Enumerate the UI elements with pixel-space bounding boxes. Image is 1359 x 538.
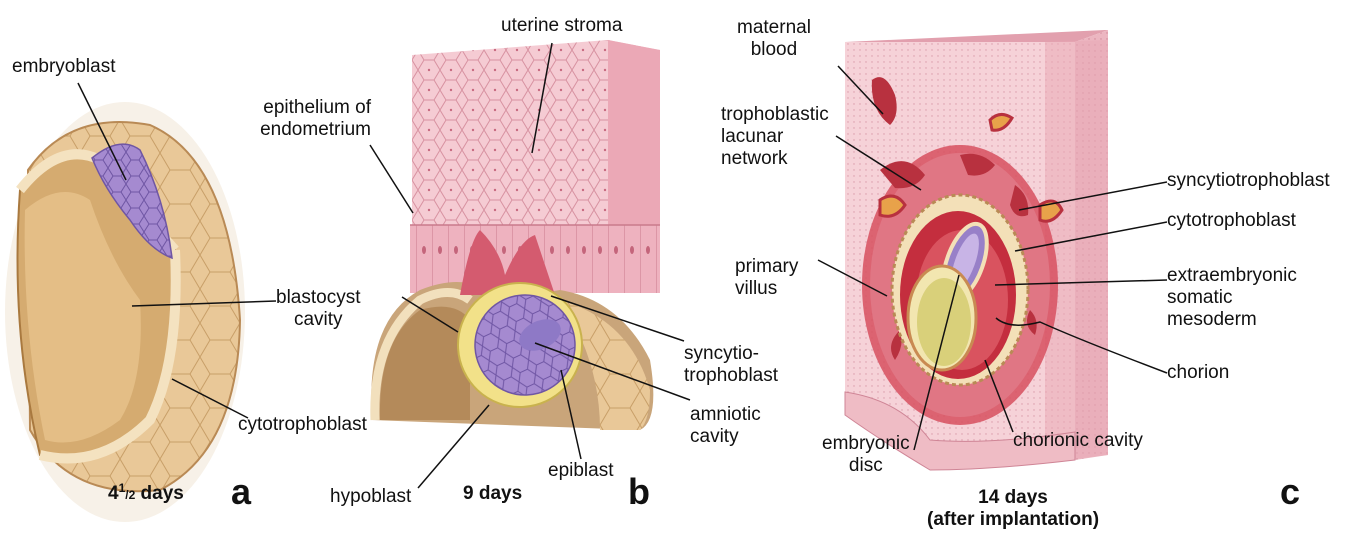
label-maternal-blood: maternal blood [737,17,811,61]
label-embryoblast: embryoblast [12,56,116,78]
label-mesoderm-line2: somatic [1167,287,1297,309]
leader-epithelium [370,145,413,213]
caption-c-line2: (after implantation) [927,509,1099,531]
label-maternal-blood-line1: maternal [737,17,811,39]
label-amniotic-line1: amniotic [690,404,761,426]
implantation-14-days-illustration [845,30,1108,470]
implantation-9-days-illustration [371,40,660,430]
panel-letter-a: a [231,474,251,510]
caption-panel-b: 9 days [463,483,522,505]
label-amniotic-line2: cavity [690,426,761,448]
label-mesoderm-line3: mesoderm [1167,309,1297,331]
label-epiblast: epiblast [548,460,614,482]
label-embryonic-disc-line2: disc [822,455,910,477]
label-syncytiotrophoblast-c: syncytiotrophoblast [1167,170,1330,192]
label-amniotic-cavity: amniotic cavity [690,404,761,448]
label-embryonic-disc-line1: embryonic [822,433,910,455]
caption-panel-a: 41/2 days [108,483,184,506]
label-cytotrophoblast-a: cytotrophoblast [238,414,367,436]
caption-c-line1: 14 days [927,487,1099,509]
label-primary-villus: primary villus [735,256,798,300]
panel-letter-c: c [1280,474,1300,510]
label-blastocyst-cavity: blastocyst cavity [276,287,360,331]
label-cytotrophoblast-c: cytotrophoblast [1167,210,1296,232]
label-extraembryonic-mesoderm: extraembryonic somatic mesoderm [1167,265,1297,331]
panel-letter-b: b [628,474,650,510]
label-blastocyst-cavity-line2: cavity [276,309,360,331]
label-chorion: chorion [1167,362,1229,384]
caption-a-frac: /2 [125,488,135,502]
label-lacunar-line2: lacunar [721,126,829,148]
label-syncytio-line1: syncytio- [684,343,778,365]
label-maternal-blood-line2: blood [737,39,811,61]
label-syncytio-line2: trophoblast [684,365,778,387]
label-blastocyst-cavity-line1: blastocyst [276,287,360,309]
label-lacunar-line1: trophoblastic [721,104,829,126]
label-epithelium-endometrium: epithelium of endometrium [243,97,371,141]
label-chorionic-cavity: chorionic cavity [1013,430,1143,452]
caption-panel-c: 14 days (after implantation) [927,487,1099,531]
label-lacunar-line3: network [721,148,829,170]
label-embryonic-disc: embryonic disc [822,433,910,477]
blastocyst-illustration [5,102,245,522]
label-epithelium-line1: epithelium of [243,97,371,119]
label-syncytiotrophoblast-b: syncytio- trophoblast [684,343,778,387]
label-hypoblast: hypoblast [330,486,411,508]
label-primary-villus-line1: primary [735,256,798,278]
label-lacunar-network: trophoblastic lacunar network [721,104,829,170]
caption-a-number: 4 [108,483,119,504]
label-mesoderm-line1: extraembryonic [1167,265,1297,287]
label-primary-villus-line2: villus [735,278,798,300]
caption-a-rest: days [135,483,184,504]
label-epithelium-line2: endometrium [243,119,371,141]
label-uterine-stroma: uterine stroma [501,15,622,37]
